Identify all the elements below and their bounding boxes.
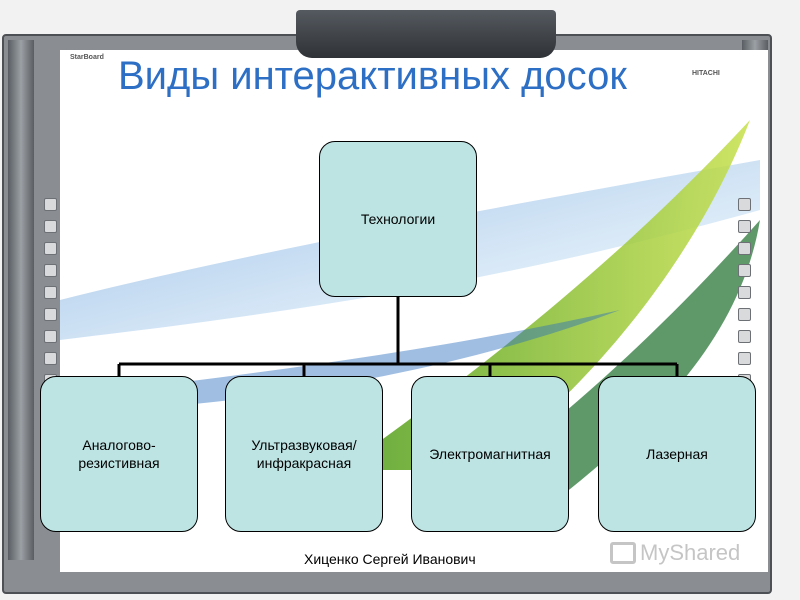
diagram-node-electromagnetic[interactable]: Электромагнитная — [411, 376, 569, 532]
node-label: Электромагнитная — [429, 446, 551, 462]
node-label: Лазерная — [646, 446, 708, 462]
author-footer: Хиценко Сергей Иванович — [304, 551, 476, 567]
brand-logo-right: HITACHI — [692, 70, 720, 77]
diagram-node-laser[interactable]: Лазерная — [598, 376, 756, 532]
node-label: Ультразвуковая/ инфракрасная — [251, 437, 357, 471]
node-label: Технологии — [360, 211, 436, 227]
tool-button[interactable] — [738, 330, 751, 343]
brand-logo-left: StarBoard — [70, 54, 104, 61]
tool-button[interactable] — [44, 330, 57, 343]
tool-button[interactable] — [738, 308, 751, 321]
watermark-text: MyShared — [640, 540, 741, 565]
diagram-node-ultrasonic-infrared[interactable]: Ультразвуковая/ инфракрасная — [225, 376, 383, 532]
tool-button[interactable] — [44, 264, 57, 277]
watermark: MyShared — [610, 540, 740, 566]
tool-button[interactable] — [44, 198, 57, 211]
diagram-node-analog-resistive[interactable]: Аналогово- резистивная — [40, 376, 198, 532]
tool-button[interactable] — [738, 352, 751, 365]
whiteboard-top-tray — [296, 10, 556, 58]
tool-button[interactable] — [44, 286, 57, 299]
diagram-node-root[interactable]: Технологии — [319, 141, 477, 297]
whiteboard-left-rail — [8, 40, 34, 560]
tool-button[interactable] — [44, 242, 57, 255]
tool-button[interactable] — [44, 308, 57, 321]
tool-button[interactable] — [738, 286, 751, 299]
tool-button[interactable] — [738, 242, 751, 255]
tool-button[interactable] — [738, 198, 751, 211]
tool-button[interactable] — [738, 220, 751, 233]
tool-button[interactable] — [738, 264, 751, 277]
tool-button[interactable] — [44, 220, 57, 233]
presentation-icon — [610, 542, 636, 564]
slide-title: Виды интерактивных досок — [118, 54, 627, 98]
tool-button[interactable] — [44, 352, 57, 365]
node-label: Аналогово- резистивная — [78, 437, 160, 471]
